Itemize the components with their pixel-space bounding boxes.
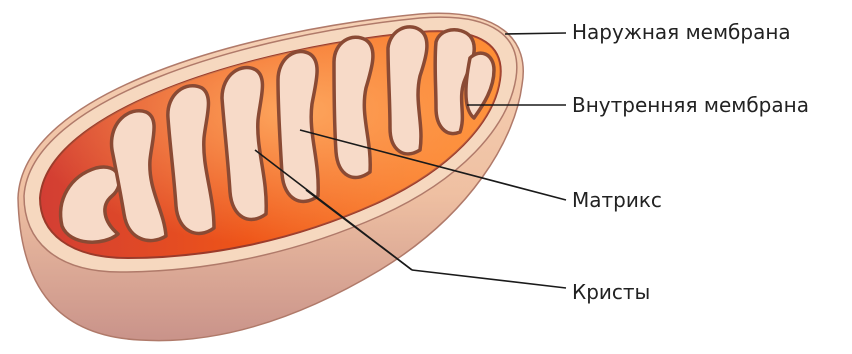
label-inner-membrane: Внутренняя мембрана [572,93,809,117]
leader-outer-membrane [505,33,566,34]
label-cristae: Кристы [572,280,650,304]
leader-cristae-c [412,270,566,288]
label-matrix: Матрикс [572,188,662,212]
crista [278,52,318,202]
label-outer-membrane: Наружная мембрана [572,20,791,44]
